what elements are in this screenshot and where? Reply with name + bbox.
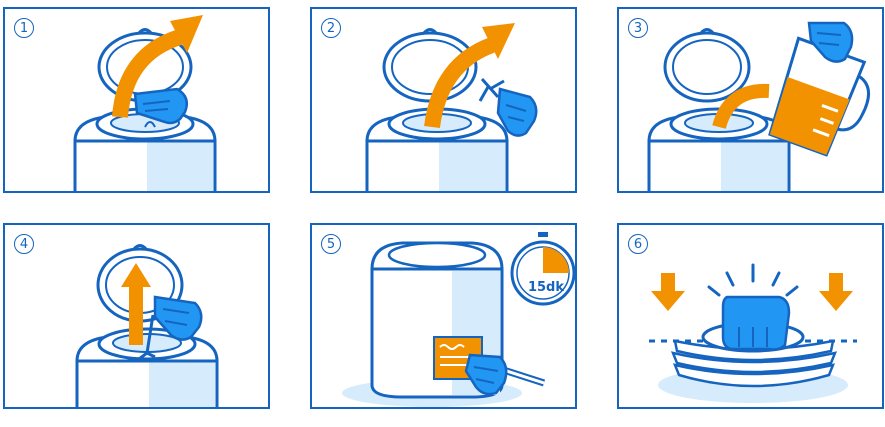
step-4-illustration: [5, 225, 270, 409]
step-panel-2: 2: [310, 7, 577, 193]
step-5-illustration: 15dk: [312, 225, 577, 409]
step-panel-4: 4: [3, 223, 270, 409]
step-panel-1: 1: [3, 7, 270, 193]
step-panel-5: 5 15dk: [310, 223, 577, 409]
timer-label: 15dk: [528, 280, 564, 295]
step-1-illustration: [5, 9, 270, 193]
step-2-illustration: [312, 9, 577, 193]
step-panel-6: 6: [617, 223, 884, 409]
step-3-illustration: [619, 9, 884, 193]
step-panel-3: 3: [617, 7, 884, 193]
step-6-illustration: [619, 225, 884, 409]
